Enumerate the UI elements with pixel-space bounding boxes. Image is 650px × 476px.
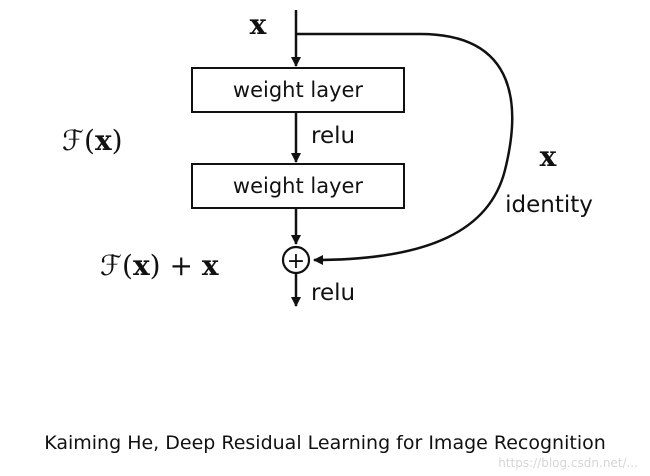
- input-x-label: x: [250, 8, 267, 41]
- fx-plus-x-label: ℱ(x) + x: [100, 249, 219, 282]
- identity-skip-connection: [296, 32, 514, 265]
- weight-layer-box-2: [191, 163, 405, 209]
- citation-caption: Kaiming He, Deep Residual Learning for I…: [44, 432, 606, 454]
- fx-label: ℱ(x): [62, 124, 123, 157]
- weight-layer-box-2-label: weight layer: [233, 174, 364, 198]
- watermark: https://blog.csdn.net/...: [498, 456, 638, 470]
- weight-layer-box-1: [191, 67, 405, 113]
- identity-label: identity: [505, 192, 593, 218]
- relu-label-out: relu: [311, 280, 355, 306]
- relu-label-mid: relu: [311, 123, 355, 149]
- adder-plus-icon: +: [287, 249, 305, 274]
- weight-layer-box-1-label: weight layer: [233, 78, 364, 102]
- skip-x-label: x: [540, 140, 557, 173]
